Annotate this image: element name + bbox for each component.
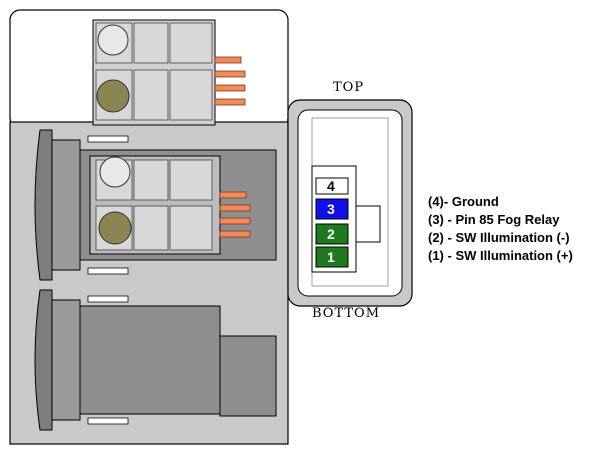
olive-led xyxy=(98,211,132,245)
legend-pin-1: (1) - SW Illumination (+) xyxy=(428,248,573,263)
pin-slot-3 xyxy=(315,198,349,220)
top-connector xyxy=(92,19,246,126)
pin-slot-2 xyxy=(315,223,349,245)
upper-switch xyxy=(34,129,277,281)
top-label: TOP xyxy=(333,80,365,95)
pin-slot-4 xyxy=(315,177,349,195)
lower-switch xyxy=(34,289,277,431)
pin-number-3: 3 xyxy=(327,201,335,217)
legend-pin-4: (4)- Ground xyxy=(428,194,499,209)
bottom-label: BOTTOM xyxy=(312,306,381,321)
legend-pin-2: (2) - SW Illumination (-) xyxy=(428,230,570,245)
white-led-top xyxy=(97,24,129,56)
olive-led-top xyxy=(96,79,130,113)
pin-number-2: 2 xyxy=(327,226,335,242)
white-led xyxy=(99,156,131,188)
pin-number-4: 4 xyxy=(327,178,335,194)
pin-number-1: 1 xyxy=(327,249,335,265)
pin-slot-1 xyxy=(315,246,349,268)
connector-face xyxy=(287,99,413,307)
legend-pin-3: (3) - Pin 85 Fog Relay xyxy=(428,212,560,227)
